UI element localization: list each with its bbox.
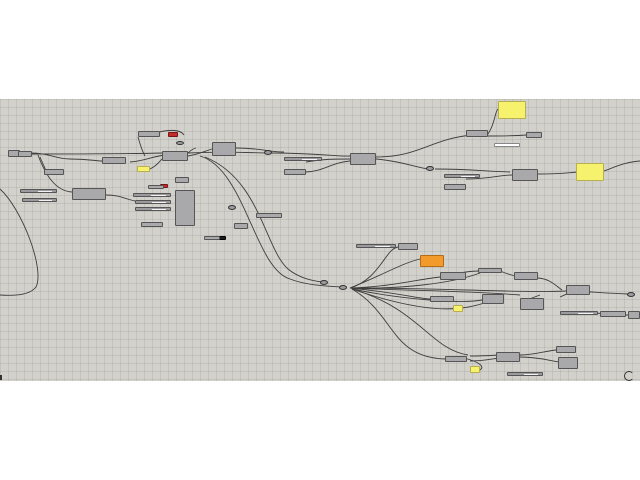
wire <box>374 134 473 158</box>
number-slider[interactable] <box>135 207 171 211</box>
wire <box>351 288 483 302</box>
node[interactable] <box>466 130 488 137</box>
wire <box>235 147 285 153</box>
boolean-toggle[interactable] <box>168 132 178 137</box>
node[interactable] <box>440 272 466 280</box>
number-slider[interactable] <box>135 200 171 204</box>
warning-node[interactable] <box>420 255 444 267</box>
node[interactable] <box>478 268 502 273</box>
relay-node[interactable] <box>264 150 272 155</box>
node[interactable] <box>284 169 306 175</box>
number-slider[interactable] <box>20 189 57 193</box>
wire <box>105 194 136 202</box>
wire <box>351 288 469 356</box>
wire <box>305 158 351 163</box>
node[interactable] <box>496 352 520 362</box>
wire <box>204 156 323 283</box>
wire <box>375 158 429 170</box>
scroll-marker <box>0 375 2 380</box>
wire <box>349 287 431 300</box>
node[interactable] <box>444 184 466 190</box>
node[interactable] <box>44 169 64 175</box>
number-slider[interactable] <box>356 244 396 248</box>
graph-canvas[interactable] <box>0 99 640 381</box>
note-panel[interactable] <box>470 366 480 373</box>
node[interactable] <box>18 151 32 157</box>
node[interactable] <box>482 294 504 304</box>
relay-node[interactable] <box>176 141 184 145</box>
node[interactable] <box>72 188 106 200</box>
wire <box>487 108 499 135</box>
wire <box>351 288 446 360</box>
node[interactable] <box>566 285 590 295</box>
node[interactable] <box>175 177 189 183</box>
wire <box>349 258 421 289</box>
node[interactable] <box>628 311 640 319</box>
node[interactable] <box>514 272 538 280</box>
node[interactable] <box>512 169 538 181</box>
wire <box>353 287 567 292</box>
wire <box>137 136 146 157</box>
wire <box>29 152 166 155</box>
node[interactable] <box>526 132 542 138</box>
node[interactable] <box>430 296 454 302</box>
node[interactable] <box>175 190 195 226</box>
node[interactable] <box>102 157 126 164</box>
node[interactable] <box>234 223 248 229</box>
wire <box>129 154 166 163</box>
wire <box>434 168 511 173</box>
wire-layer <box>0 108 640 371</box>
note-panel[interactable] <box>576 163 604 181</box>
node[interactable] <box>256 213 282 218</box>
wire <box>537 171 579 175</box>
node[interactable] <box>350 153 376 165</box>
number-slider[interactable] <box>444 174 480 178</box>
note-panel[interactable] <box>498 101 526 119</box>
node[interactable] <box>520 298 544 310</box>
relay-node[interactable] <box>320 280 328 285</box>
number-slider[interactable] <box>507 372 543 376</box>
refresh-icon[interactable] <box>624 371 634 381</box>
node[interactable] <box>212 142 236 156</box>
wire <box>465 174 513 180</box>
wire <box>199 155 343 288</box>
wire <box>349 287 521 296</box>
relay-node[interactable] <box>339 285 347 290</box>
node[interactable] <box>556 346 576 353</box>
wire <box>519 349 557 356</box>
wire <box>187 147 197 154</box>
wire <box>463 357 483 371</box>
node[interactable] <box>138 131 160 137</box>
value-field[interactable] <box>494 143 520 147</box>
wire <box>349 246 399 289</box>
relay-node[interactable] <box>627 292 635 297</box>
node[interactable] <box>445 356 467 362</box>
wire <box>487 134 527 137</box>
wire <box>0 188 39 296</box>
wire <box>603 160 640 172</box>
number-slider[interactable] <box>22 198 57 202</box>
relay-node[interactable] <box>426 166 434 171</box>
wire <box>305 160 351 173</box>
node[interactable] <box>148 185 164 189</box>
node[interactable] <box>204 236 220 240</box>
node[interactable] <box>141 222 163 227</box>
number-slider[interactable] <box>133 193 171 197</box>
node[interactable] <box>558 357 578 369</box>
node[interactable] <box>162 151 188 161</box>
wire <box>537 277 563 291</box>
wire <box>519 356 561 363</box>
number-slider[interactable] <box>284 157 322 161</box>
number-slider[interactable] <box>560 311 598 315</box>
wire <box>349 276 441 289</box>
relay-node[interactable] <box>228 205 236 210</box>
note-panel[interactable] <box>137 166 150 172</box>
wire <box>37 154 73 193</box>
note-panel[interactable] <box>453 305 463 312</box>
node[interactable] <box>398 243 418 250</box>
node[interactable] <box>600 311 626 317</box>
